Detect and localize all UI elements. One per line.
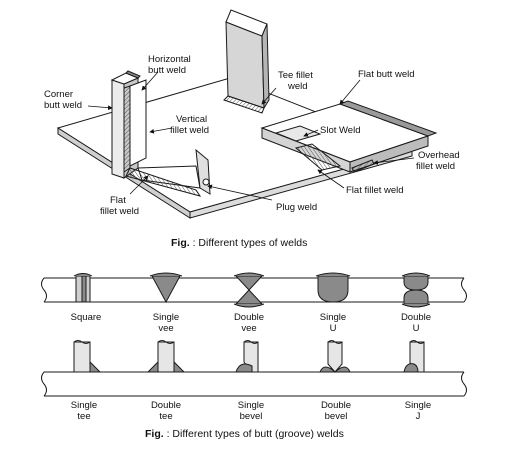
- flat-butt-weld-bead: [338, 100, 438, 137]
- joint-single-bevel: [235, 340, 259, 373]
- joint-double-u: [401, 272, 431, 308]
- flat-fillet-weld-bead: [125, 167, 202, 197]
- label-slot-weld: Slot Weld: [320, 125, 360, 136]
- label-flat-butt-weld: Flat butt weld: [358, 69, 415, 80]
- vertical-post-right: [129, 79, 147, 167]
- bottom-strip: [41, 371, 467, 397]
- tee-fillet-weld-bead: [223, 95, 265, 114]
- figure2-caption: Fig. : Different types of butt (groove) …: [145, 428, 344, 440]
- slot-cutout: [274, 125, 322, 142]
- joint-single-u: [315, 272, 351, 303]
- joint-single-vee: [149, 272, 183, 304]
- tee-plate-side: [261, 23, 270, 110]
- joint-double-bevel: [319, 340, 351, 373]
- joint-square: [73, 273, 93, 303]
- figure1-caption: Fig. : Different types of welds: [171, 237, 307, 249]
- vertical-weld-bead: [123, 85, 131, 173]
- horizontal-butt-weld-bead: [125, 70, 141, 79]
- label-square: Square: [71, 312, 102, 323]
- corner-post-front: [111, 79, 125, 179]
- plug-weld-hole: [202, 178, 210, 186]
- label-plug-weld: Plug weld: [276, 202, 317, 213]
- joint-double-tee: [146, 340, 186, 373]
- joint-single-tee: [73, 340, 102, 373]
- lower-flat-fillet-bead: [294, 143, 342, 171]
- label-flat-fillet-weld-right: Flat fillet weld: [346, 185, 404, 196]
- joint-single-j: [403, 340, 425, 373]
- leader-lines: [87, 71, 415, 201]
- joint-double-vee: [233, 272, 265, 308]
